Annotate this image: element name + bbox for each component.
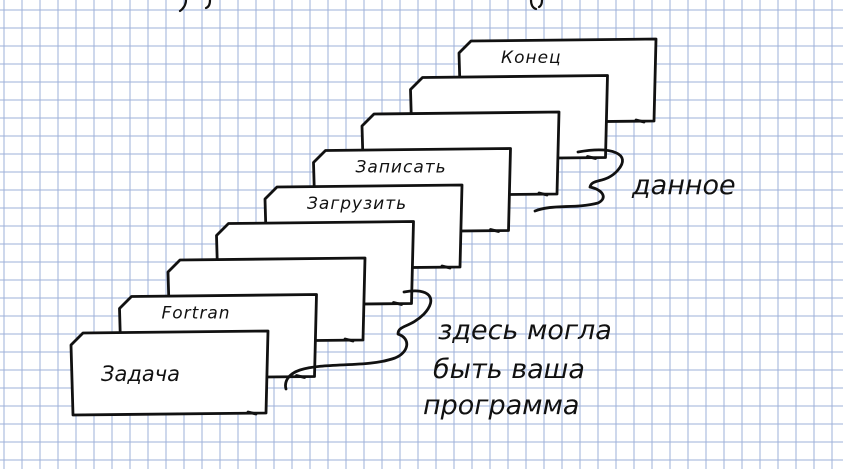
card-edge-tick bbox=[440, 264, 452, 270]
brace-upper bbox=[533, 148, 624, 213]
cut-off-stroke bbox=[178, 0, 188, 13]
card-edge-tick bbox=[343, 337, 355, 343]
card-edge-tick bbox=[246, 410, 258, 416]
card-edge-tick bbox=[634, 118, 646, 124]
punch-card-label: Fortran bbox=[162, 304, 231, 324]
annotations: данное здесь могла быть ваша программа bbox=[423, 170, 736, 421]
card-edge-tick bbox=[295, 374, 306, 379]
punch-card: Задача bbox=[69, 329, 270, 417]
cut-off-handwriting bbox=[178, 0, 544, 13]
punch-card-label: Записать bbox=[356, 158, 447, 178]
card-edge-tick bbox=[489, 228, 500, 233]
program-annotation-line-1: здесь могла bbox=[438, 315, 612, 346]
braces bbox=[284, 148, 624, 391]
brace-lower bbox=[284, 289, 433, 391]
punch-card-label: Конец bbox=[501, 48, 562, 68]
punch-card-outline bbox=[69, 329, 270, 417]
card-edge-tick bbox=[392, 301, 403, 306]
cut-off-stroke bbox=[204, 0, 212, 10]
card-edge-tick bbox=[586, 155, 597, 160]
cut-off-stroke bbox=[537, 0, 544, 9]
program-annotation-line-2: быть ваша bbox=[433, 354, 585, 385]
card-edge-tick bbox=[537, 191, 549, 197]
punch-card-label: Задача bbox=[101, 362, 180, 386]
data-annotation: данное bbox=[631, 170, 736, 201]
program-annotation-line-3: программа bbox=[423, 390, 579, 421]
punch-card-label: Загрузить bbox=[307, 194, 407, 214]
cut-off-stroke bbox=[529, 0, 538, 11]
